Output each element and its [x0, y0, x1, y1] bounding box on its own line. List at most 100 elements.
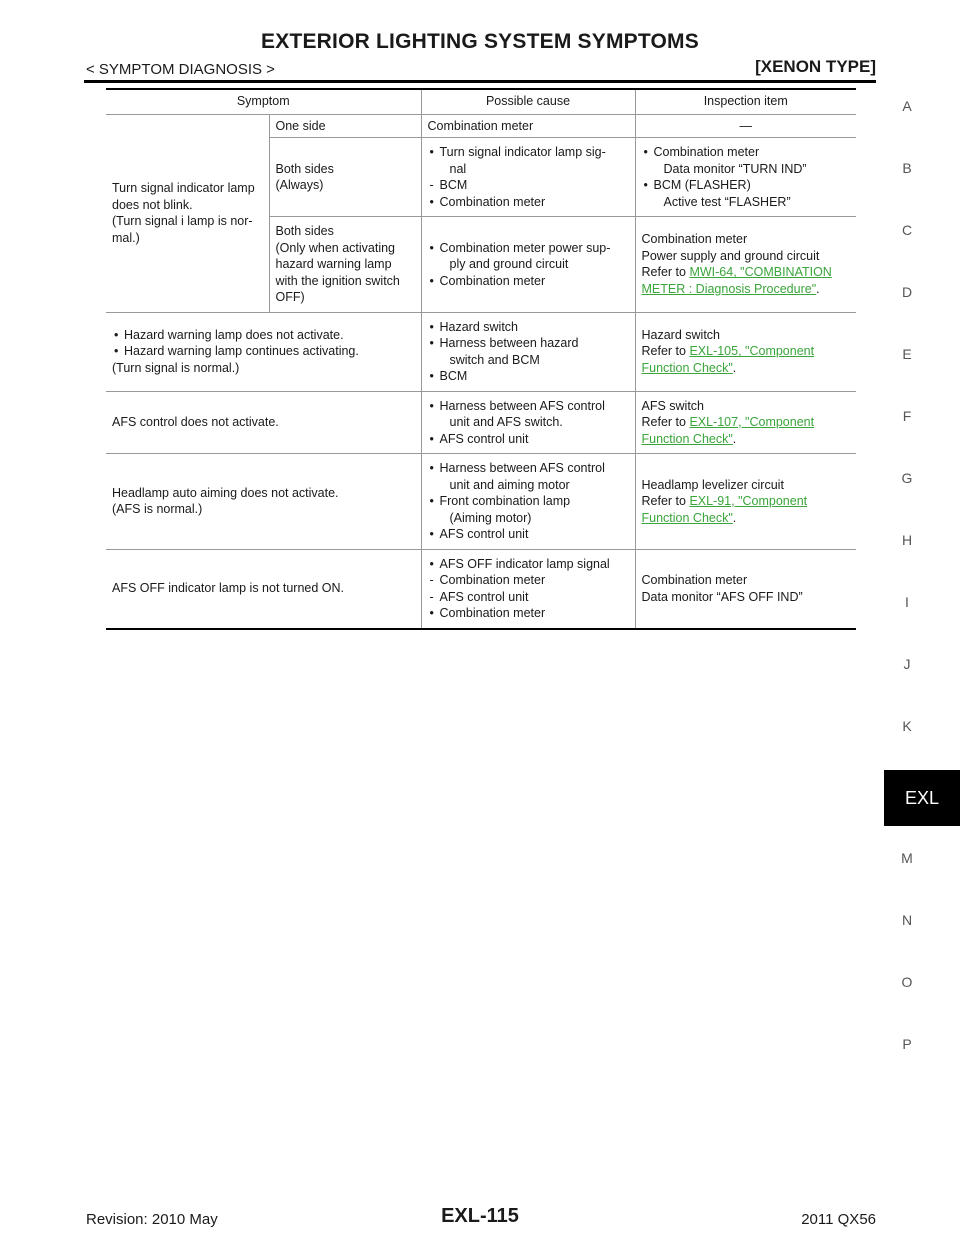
list-item: BCM (FLASHER)Active test “FLASHER” [642, 177, 851, 210]
list-item: AFS control unit [428, 431, 629, 448]
cause-text: ply and ground circuit [449, 257, 569, 271]
side-index-letter[interactable]: K [902, 718, 912, 734]
cause-text: Hazard switch [439, 319, 519, 334]
list-item: AFS OFF indicator lamp signal [428, 556, 629, 573]
cause-text: AFS control unit [439, 589, 529, 604]
condition-cell: Both sides (Always) [268, 137, 421, 217]
table-header-row: Symptom Possible cause Inspection item [106, 88, 856, 115]
cause-text: unit and aiming motor [449, 477, 570, 492]
inspection-cell: Combination meter Data monitor “AFS OFF … [634, 549, 856, 630]
inspection-text: Combination meter [653, 145, 760, 159]
cause-text: BCM [439, 178, 468, 192]
reference-link[interactable]: EXL-105, "Component [689, 344, 815, 359]
footer-model: 2011 QX56 [801, 1211, 876, 1228]
inspection-cell: — [634, 114, 856, 138]
list-item: AFS control unit [428, 589, 629, 606]
symptom-cell: Turn signal indicator lamp does not blin… [106, 114, 269, 313]
cause-text: Combination meter [439, 606, 546, 620]
cause-text: AFS control unit [439, 431, 529, 446]
condition-cell: One side [268, 114, 421, 138]
list-item: Harness between AFS control unit and aimi… [428, 460, 629, 493]
period-text: . [732, 431, 737, 446]
list-item: Hazard switch [428, 319, 629, 336]
cause-cell: Harness between AFS control unit and aimi… [420, 453, 635, 550]
cause-text: Harness between AFS control [439, 461, 605, 475]
inspection-text: Active test “FLASHER” [663, 194, 791, 209]
side-index-letter[interactable]: O [901, 974, 913, 990]
inspection-line: AFS switch [641, 398, 705, 413]
side-index-letter[interactable]: B [902, 160, 912, 176]
side-index-letter[interactable]: G [901, 470, 913, 486]
cause-text: Front combination lamp [439, 494, 571, 508]
reference-link[interactable]: EXL-107, "Component [689, 415, 815, 429]
symptom-cell: Headlamp auto aiming does not activate. … [106, 453, 421, 550]
reference-link[interactable]: METER : Diagnosis Procedure" [641, 281, 817, 296]
refer-text: Refer to [641, 415, 690, 429]
inspection-line: Headlamp levelizer circuit [641, 477, 784, 492]
symptom-text: Hazard warning lamp continues activating… [124, 344, 359, 359]
cause-text: AFS OFF indicator lamp signal [439, 556, 610, 571]
reference-link[interactable]: Function Check" [641, 510, 733, 525]
side-index-letter[interactable]: D [901, 284, 913, 300]
list-item: Harness between hazard switch and BCM [428, 335, 629, 368]
cause-text: Combination meter power sup- [439, 240, 611, 255]
inspection-line: Hazard switch [641, 327, 721, 342]
side-index-letter[interactable]: C [901, 222, 913, 238]
symptom-text: Hazard warning lamp does not activate. [124, 327, 344, 342]
header-rule [84, 80, 876, 83]
side-index-letter[interactable]: E [902, 346, 912, 362]
refer-text: Refer to [641, 344, 690, 359]
list-item: Combination meter [428, 572, 629, 589]
side-index-letter[interactable]: J [903, 656, 911, 672]
side-index-letter[interactable]: H [901, 532, 913, 548]
variant-label: [XENON TYPE] [755, 57, 876, 76]
list-item: Front combination lamp (Aiming motor) [428, 493, 629, 526]
reference-link[interactable]: EXL-91, "Component [689, 494, 808, 508]
symptom-line: (AFS is normal.) [112, 502, 203, 517]
symptom-line: Headlamp auto aiming does not activate. [112, 485, 339, 500]
inspection-cell: Hazard switch Refer to EXL-105, "Compone… [634, 312, 856, 392]
inspection-text: Data monitor “TURN IND” [663, 161, 807, 176]
symptom-cell: Hazard warning lamp does not activate. H… [106, 312, 421, 392]
cause-text: Harness between hazard [439, 336, 579, 350]
list-item: Turn signal indicator lamp sig-nal [428, 144, 629, 177]
condition-line: with the ignition switch [275, 273, 400, 288]
footer-revision: Revision: 2010 May [86, 1211, 218, 1228]
side-index-letter[interactable]: N [901, 912, 913, 928]
condition-line: Both sides [275, 224, 334, 238]
cause-cell: Hazard switch Harness between hazard swit… [420, 312, 635, 392]
cause-cell: Combination meter power sup-ply and grou… [420, 216, 635, 313]
list-item: Combination meter [428, 194, 629, 211]
cause-text: AFS control unit [439, 527, 529, 541]
reference-link[interactable]: Function Check" [641, 360, 733, 375]
side-index-letter[interactable]: I [905, 594, 909, 610]
inspection-line: Combination meter [641, 232, 748, 247]
cause-cell: Turn signal indicator lamp sig-nal BCM C… [420, 137, 635, 217]
symptom-line: does not blink. [112, 197, 193, 212]
reference-link[interactable]: MWI-64, "COMBINATION [689, 265, 832, 280]
side-index-letter[interactable]: P [902, 1036, 912, 1052]
condition-line: (Always) [275, 178, 324, 192]
side-index-letter[interactable]: M [901, 850, 913, 866]
side-index-lower: M N O P [896, 850, 918, 1098]
cause-text: Harness between AFS control [439, 398, 605, 413]
symptom-line: mal.) [112, 230, 140, 245]
side-index-active-tab[interactable]: EXL [884, 770, 960, 826]
cause-text: (Aiming motor) [449, 510, 532, 525]
table-row: Both sides (Only when activating hazard … [106, 216, 856, 313]
cause-cell: AFS OFF indicator lamp signal Combinatio… [420, 549, 635, 630]
side-index-letter[interactable]: A [902, 98, 912, 114]
cause-text: switch and BCM [449, 352, 540, 367]
inspection-line: Power supply and ground circuit [641, 248, 820, 263]
header-inspection-item: Inspection item [634, 88, 856, 115]
cause-text: unit and AFS switch. [449, 415, 563, 429]
cause-cell: Combination meter [420, 114, 635, 138]
symptom-line: Turn signal indicator lamp [112, 181, 255, 195]
section-label: < SYMPTOM DIAGNOSIS > [86, 61, 275, 78]
table-row: Turn signal indicator lamp does not blin… [106, 114, 856, 313]
side-index-letter[interactable]: F [902, 408, 912, 424]
side-index-upper: A B C D E F G H I J K [896, 98, 918, 780]
reference-link[interactable]: Function Check" [641, 431, 733, 446]
